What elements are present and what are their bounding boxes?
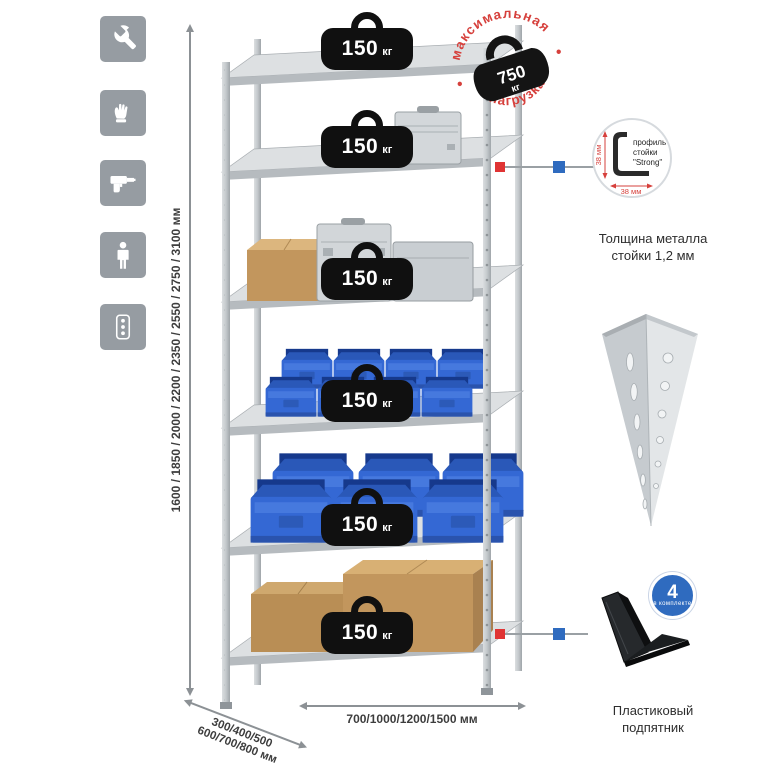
marker-blue-top [553,161,565,173]
profile-drawing [613,132,649,176]
post-profile-detail: 38 мм 38 мм профиль стойки "Strong" [592,118,672,198]
marker-blue-bottom [553,628,565,640]
foot-caption: Пластиковый подпятник [612,703,694,735]
stamp-unit: кг [510,82,522,95]
kettlebell-body [473,48,550,102]
width-dimension-label: 700/1000/1200/1500 мм [346,712,478,726]
back-right-post [515,25,522,671]
marker-red-bottom [495,629,505,639]
max-load-stamp: максимальная нагрузка 750 кг [443,2,561,116]
profile-dim-horizontal: 38 мм [621,187,642,196]
profile-caption: Толщина металла стойки 1,2 мм [598,231,708,263]
depth-dimension-label: 300/400/500 600/700/800 мм [195,716,279,765]
gloves-icon [100,90,146,136]
upright-profile-image [602,313,698,527]
kettlebell-handle [485,35,523,61]
width-arrow-right [518,702,526,710]
plastic-foot-image [601,591,690,667]
callout-line-bottom [500,633,588,635]
profile-label-2: стойки [633,148,657,157]
profile-label-3: "Strong" [633,158,662,167]
width-arrow-left [299,702,307,710]
included-count-badge: 4 в комплекте [649,572,696,619]
marker-red-top [495,162,505,172]
back-left-post [254,39,261,685]
height-arrow-bottom [186,688,194,696]
height-dimension-label: 1600 / 1850 / 2000 / 2200 / 2350 / 2550 … [169,207,183,513]
profile-dim-vertical: 38 мм [594,145,603,166]
assembly-person-icon [100,232,146,278]
wrench-icon [100,16,146,62]
height-arrow-top [186,24,194,32]
drill-icon [100,160,146,206]
height-dimension-line [189,30,191,690]
fasteners-icon [100,304,146,350]
width-dimension-line [303,705,521,707]
profile-label-1: профиль [633,138,666,147]
callout-line-top [500,166,594,168]
